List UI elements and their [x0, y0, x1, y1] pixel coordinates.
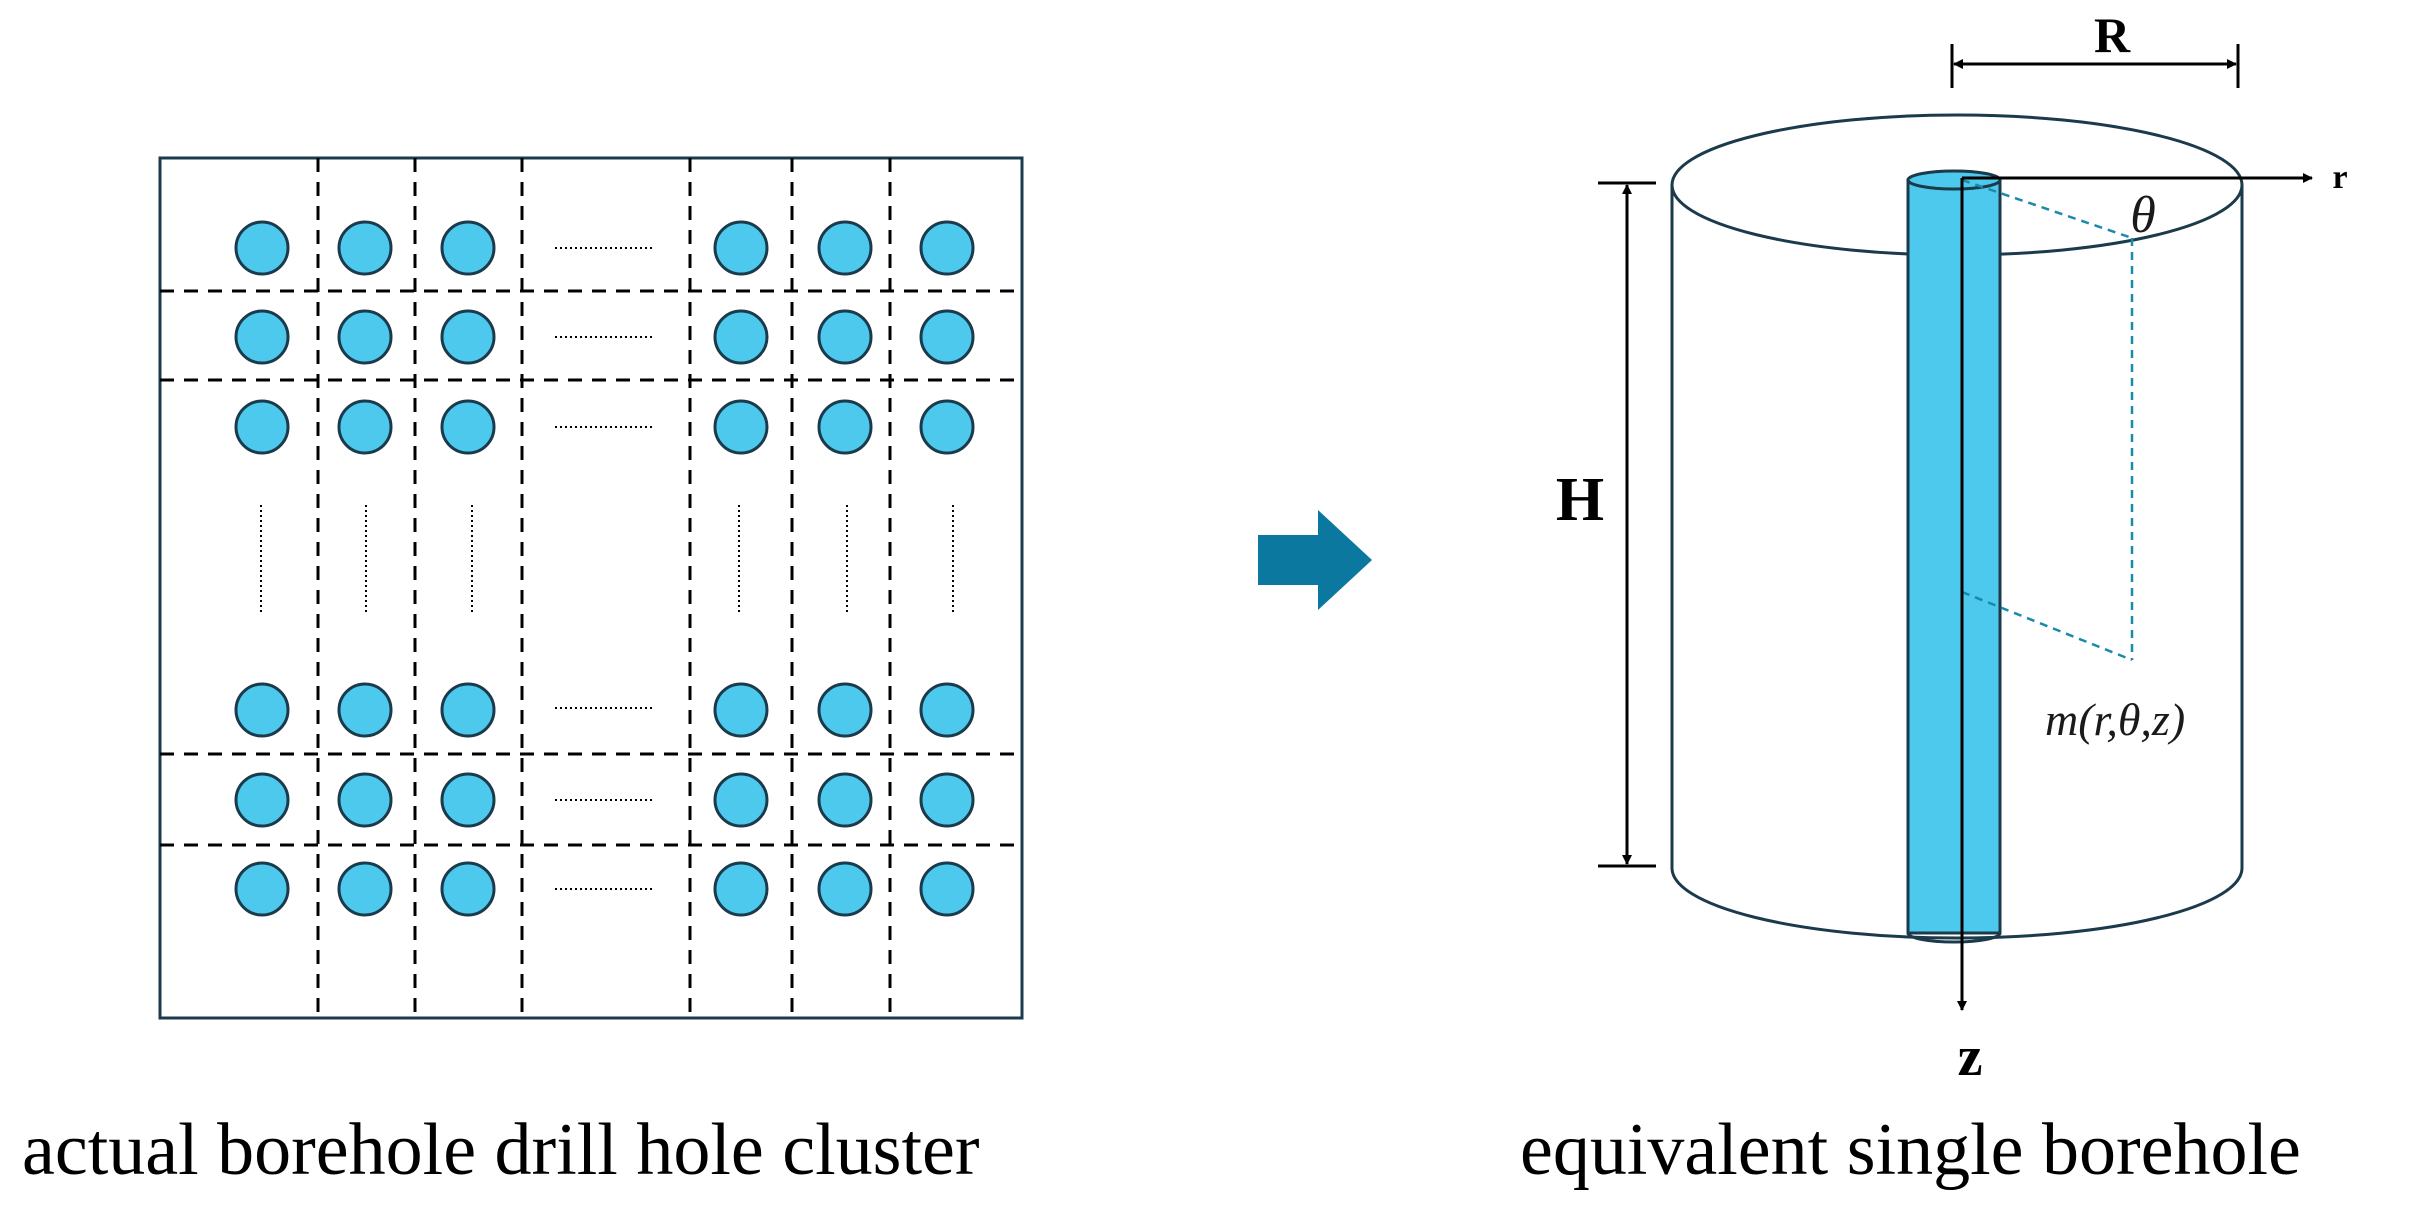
- borehole-circle: [919, 399, 975, 455]
- borehole-circle: [234, 682, 290, 738]
- r-axis-label: r: [2332, 159, 2347, 196]
- borehole-circle: [234, 309, 290, 365]
- borehole-circle: [713, 220, 769, 276]
- guide-top-radial: [1961, 178, 2133, 240]
- right-arrow-icon: [1258, 510, 1372, 610]
- theta-label: θ: [2130, 187, 2156, 244]
- borehole-circle: [234, 861, 290, 917]
- coordinate-guides: [1961, 178, 2134, 662]
- borehole-circle: [817, 772, 873, 828]
- borehole-circle: [919, 220, 975, 276]
- borehole-circle: [919, 682, 975, 738]
- borehole-circle: [817, 309, 873, 365]
- central-borehole: [1906, 178, 2002, 935]
- borehole-circle: [337, 682, 393, 738]
- borehole-cluster-panel: [158, 156, 1024, 1020]
- equivalent-borehole-panel: R H r z θ m(r,θ,z): [1556, 7, 2348, 1088]
- borehole-circle: [440, 220, 496, 276]
- borehole-circle: [234, 220, 290, 276]
- borehole-circle: [337, 309, 393, 365]
- radius-label: R: [2094, 7, 2131, 63]
- guide-depth-radial: [1961, 590, 2133, 662]
- cluster-caption: actual borehole drill hole cluster: [22, 1109, 980, 1191]
- borehole-circle: [337, 772, 393, 828]
- borehole-circle: [440, 682, 496, 738]
- single-borehole-caption: equivalent single borehole: [1520, 1109, 2301, 1191]
- borehole-circle: [713, 399, 769, 455]
- borehole-circle: [440, 399, 496, 455]
- central-borehole-top: [1906, 169, 2002, 191]
- borehole-circles: [234, 220, 975, 917]
- borehole-circle: [234, 772, 290, 828]
- borehole-circle: [817, 220, 873, 276]
- borehole-circle: [713, 861, 769, 917]
- borehole-circle: [713, 772, 769, 828]
- borehole-circle: [919, 772, 975, 828]
- radius-dimension: [1950, 44, 2240, 88]
- borehole-circle: [713, 682, 769, 738]
- borehole-circle: [234, 399, 290, 455]
- ellipsis-horizontal-marks: [555, 247, 655, 890]
- borehole-circle: [440, 861, 496, 917]
- central-borehole-bottom: [1906, 932, 2002, 944]
- cluster-boundary: [158, 156, 1024, 1020]
- borehole-circle: [817, 399, 873, 455]
- borehole-circle: [919, 309, 975, 365]
- height-label: H: [1556, 466, 1604, 534]
- point-m-label: m(r,θ,z): [2045, 694, 2185, 745]
- borehole-circle: [919, 861, 975, 917]
- borehole-circle: [817, 861, 873, 917]
- borehole-circle: [440, 772, 496, 828]
- borehole-circle: [337, 220, 393, 276]
- borehole-circle: [817, 682, 873, 738]
- borehole-circle: [440, 309, 496, 365]
- z-axis-label: z: [1958, 1026, 1983, 1088]
- borehole-circle: [337, 399, 393, 455]
- borehole-circle: [713, 309, 769, 365]
- height-dimension: [1598, 181, 1656, 868]
- borehole-circle: [337, 861, 393, 917]
